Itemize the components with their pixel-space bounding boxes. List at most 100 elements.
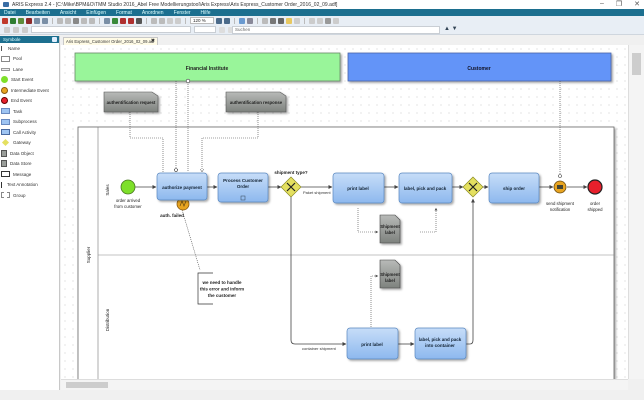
auth-request-message[interactable]: authentification request [103, 91, 159, 113]
auth-failed-event[interactable]: auth. failed [160, 197, 190, 218]
connect-icon[interactable] [262, 17, 268, 24]
paste-icon[interactable] [73, 17, 79, 24]
print-icon[interactable] [34, 17, 40, 24]
back-icon[interactable] [167, 17, 173, 24]
find-icon[interactable] [89, 17, 95, 24]
vertical-scrollbar[interactable] [628, 45, 644, 379]
undo-icon[interactable] [151, 17, 157, 24]
gateway-shipment-type[interactable]: shipment type? [274, 170, 308, 198]
close-tab-icon[interactable]: ✖ [150, 38, 155, 44]
open-icon[interactable] [18, 17, 24, 24]
image-icon[interactable] [112, 17, 118, 24]
document-tab[interactable]: Aris Express_Customer Order_2016_02_09.a… [63, 37, 158, 45]
search-up-button[interactable]: ▲ [444, 26, 450, 32]
menu-fenster[interactable]: Fenster [173, 9, 191, 16]
format-icon[interactable] [325, 17, 331, 24]
palette-item-pool[interactable]: Pool [0, 54, 59, 65]
horizontal-scrollbar[interactable] [61, 379, 628, 390]
menu-format[interactable]: Format [116, 9, 132, 16]
grid-icon[interactable] [239, 17, 245, 24]
horizontal-scroll-thumb[interactable] [66, 382, 108, 388]
menu-datei[interactable]: Datei [4, 9, 16, 16]
italic-icon[interactable] [228, 26, 234, 33]
more-icon[interactable] [333, 17, 339, 24]
customer-pool[interactable]: Customer [347, 52, 612, 82]
restore-button[interactable]: ❐ [615, 1, 623, 8]
window-title: ARIS Express 2.4 - [C:\Mike\BPM&O\TMM St… [12, 1, 338, 8]
search-down-button[interactable]: ▼ [451, 26, 458, 32]
menu-anordnen[interactable]: Anordnen [141, 9, 164, 16]
home-icon[interactable] [2, 17, 8, 24]
pointer-icon[interactable] [247, 17, 253, 24]
vertical-scroll-thumb[interactable] [632, 53, 641, 75]
export-icon[interactable] [42, 17, 48, 24]
palette-item-gateway[interactable]: Gateway [0, 138, 59, 149]
align-right-icon[interactable] [22, 26, 28, 33]
auth-response-message[interactable]: authentification response [225, 91, 287, 113]
task-ship-order[interactable]: ship order [488, 172, 540, 204]
minimize-button[interactable]: – [599, 0, 604, 7]
align-left-icon[interactable] [4, 26, 10, 33]
report-icon[interactable] [120, 17, 126, 24]
menu-einfuegen[interactable]: Einfügen [86, 9, 107, 16]
publish-icon[interactable] [136, 17, 142, 24]
palette-item-lane[interactable]: Lane [0, 64, 59, 75]
palette-item-text-annotation[interactable]: Text Annotation [0, 180, 59, 191]
palette-item-call-activity[interactable]: Call Activity [0, 127, 59, 138]
financial-institute-pool[interactable]: Financial Institute [74, 52, 341, 82]
search-input[interactable]: Suchen [232, 26, 440, 34]
pin-icon[interactable] [52, 37, 57, 42]
palette-item-group[interactable]: Group [0, 190, 59, 201]
zoom-select[interactable]: 120 % [190, 17, 214, 24]
copy-icon[interactable] [65, 17, 71, 24]
palette-item-data-store[interactable]: Data Store [0, 159, 59, 170]
distribute-icon[interactable] [278, 17, 284, 24]
supplier-pool[interactable]: Supplier Sales Distribution [77, 126, 615, 385]
task-authorize-payment[interactable]: authorize payment [156, 172, 208, 201]
palette-item-task[interactable]: Task [0, 106, 59, 117]
bold-icon[interactable] [219, 26, 225, 33]
close-button[interactable]: ✕ [634, 1, 640, 8]
gateway-merge[interactable] [462, 176, 484, 198]
forward-icon[interactable] [175, 17, 181, 24]
palette-item-pointer[interactable]: Name [0, 43, 59, 54]
dropdown-icon[interactable] [294, 17, 300, 24]
cut-icon[interactable] [57, 17, 63, 24]
menu-bearbeiten[interactable]: Bearbeiten [25, 9, 50, 16]
palette-item-subprocess[interactable]: Subprocess [0, 117, 59, 128]
palette-item-start-event[interactable]: Start Event [0, 75, 59, 86]
palette-item-intermediate-event[interactable]: Intermediate Event [0, 85, 59, 96]
task-print-label[interactable]: print label [332, 172, 385, 204]
align-center-icon[interactable] [13, 26, 19, 33]
save-icon[interactable] [26, 17, 32, 24]
zoom-in-icon[interactable] [216, 17, 222, 24]
layout2-icon[interactable] [317, 17, 323, 24]
color-icon[interactable] [286, 17, 292, 24]
align-icon[interactable] [270, 17, 276, 24]
task-print-label-container[interactable]: print label [346, 327, 399, 360]
palette-item-message[interactable]: Message [0, 169, 59, 180]
properties-icon[interactable] [104, 17, 110, 24]
zoom-out-icon[interactable] [224, 17, 230, 24]
font-combo[interactable] [31, 26, 191, 33]
menu-hilfe[interactable]: Hilfe [200, 9, 211, 16]
palette-item-end-event[interactable]: End Event [0, 96, 59, 107]
menu-ansicht[interactable]: Ansicht [59, 9, 77, 16]
pdf-icon[interactable] [128, 17, 134, 24]
diagram-canvas[interactable]: Financial Institute Customer Supplier Sa… [61, 45, 628, 385]
palette-item-data-object[interactable]: Data Object [0, 148, 59, 159]
new-icon[interactable] [10, 17, 16, 24]
layout-icon[interactable] [309, 17, 315, 24]
task-label-pick-pack[interactable]: label, pick and pack [398, 172, 453, 204]
delete-icon[interactable] [81, 17, 87, 24]
font-size-combo[interactable] [194, 26, 216, 33]
redo-icon[interactable] [159, 17, 165, 24]
